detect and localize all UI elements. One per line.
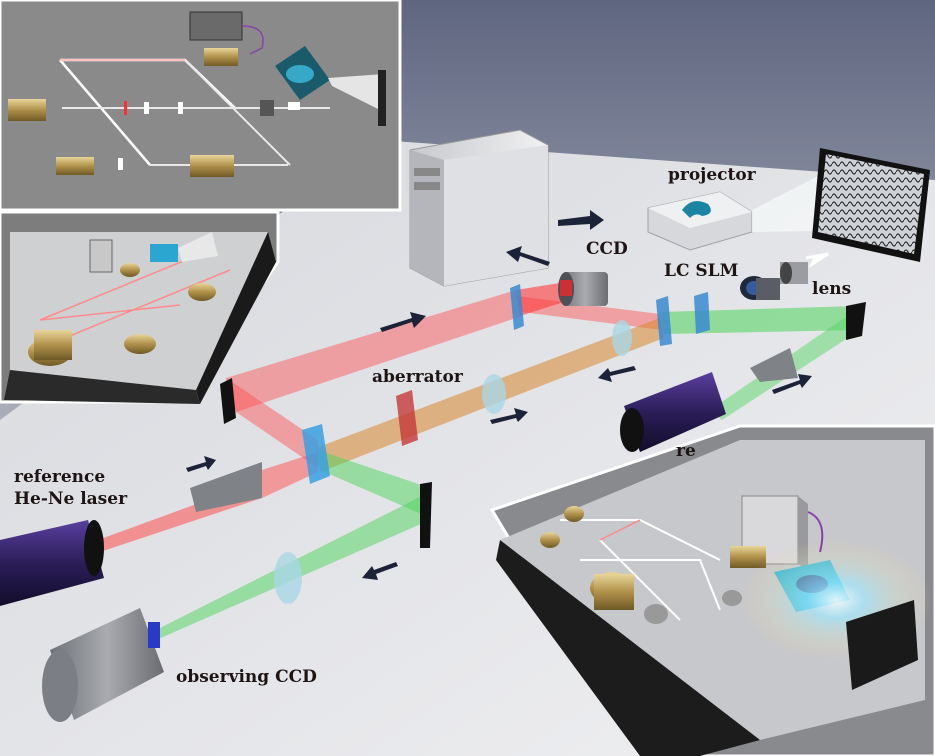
inset-bottom-right	[489, 424, 935, 756]
label-projector: projector	[668, 165, 757, 185]
label-aberrator: aberrator	[372, 367, 464, 387]
lens-icon	[780, 262, 808, 284]
arrow-icon	[186, 210, 812, 580]
ccd-camera-icon	[558, 272, 608, 306]
red-beam-upper	[226, 290, 522, 412]
white-arrow-icon	[805, 252, 829, 269]
red-beam-ccd	[516, 282, 570, 316]
label-re-partial: re	[676, 441, 696, 461]
label-reference: reference	[14, 467, 105, 487]
mini-projection-beam	[328, 74, 384, 112]
screen-icon	[812, 148, 930, 262]
label-lc-slm: LC SLM	[664, 261, 739, 281]
computer-tower-icon	[409, 129, 549, 287]
label-ccd: CCD	[586, 239, 628, 259]
mini-computer	[189, 11, 243, 41]
label-he-ne-laser: He-Ne laser	[14, 489, 128, 509]
mini-laser-3	[190, 155, 234, 177]
beam-splitter-icon	[302, 284, 710, 484]
label-lens: lens	[812, 279, 851, 299]
beam-expander	[190, 348, 798, 512]
mini-laser-1	[8, 99, 46, 121]
inset-screen	[846, 600, 918, 690]
observing-ccd-camera-icon	[42, 608, 164, 722]
red-beam-left	[226, 378, 318, 468]
inset-top-left	[0, 0, 402, 212]
mini-screen	[378, 70, 386, 126]
aberrator-plate	[396, 390, 418, 446]
red-beam-to-splitter	[262, 452, 318, 498]
mini-camera	[204, 48, 238, 66]
mirror-icon	[220, 302, 866, 548]
lc-slm-icon	[740, 276, 780, 300]
green-beam-down	[318, 450, 430, 516]
inset-middle-left	[0, 210, 280, 404]
mini-laser-2	[56, 157, 94, 175]
label-observing-ccd: observing CCD	[176, 667, 317, 687]
lens-elements	[274, 320, 632, 604]
laser-icon	[0, 372, 726, 606]
